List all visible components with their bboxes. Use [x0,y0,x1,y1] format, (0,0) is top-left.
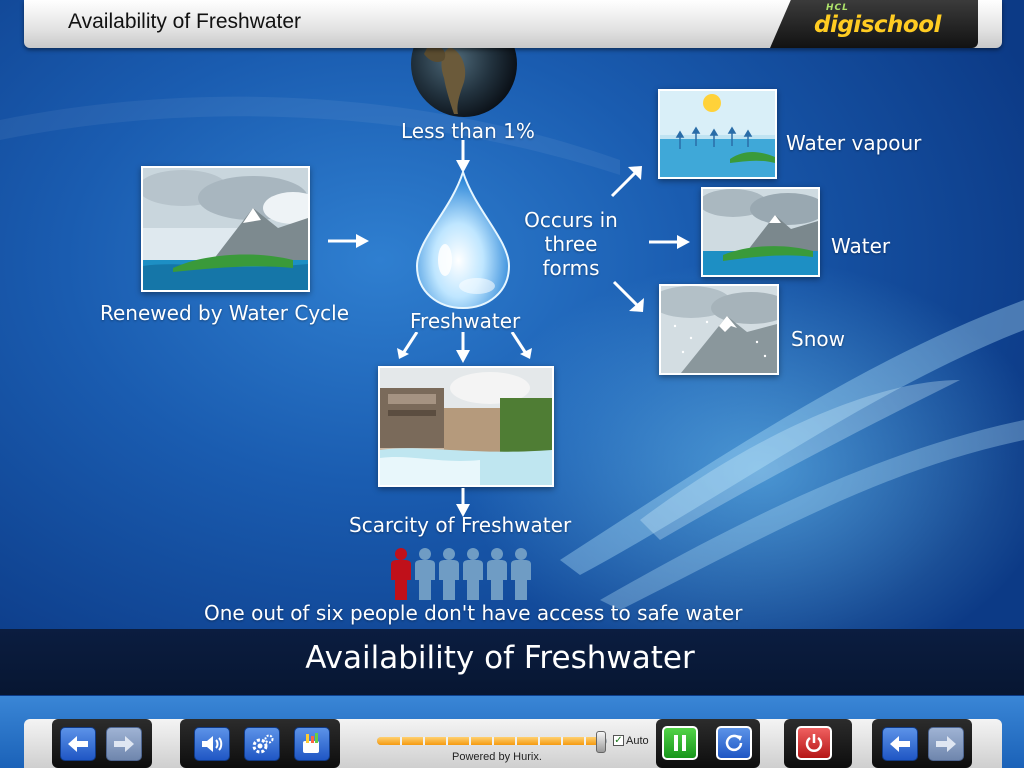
arrow-to-snow [612,280,644,312]
page-title: Availability of Freshwater [68,10,302,33]
progress-track[interactable] [377,737,607,745]
person-icon [415,548,435,600]
logo-plate [770,0,978,48]
form-label-vapour: Water vapour [786,131,922,155]
scarcity-label: Scarcity of Freshwater [349,513,572,537]
water-vapour-image [658,89,777,179]
earth-percentage-label: Less than 1% [401,119,535,143]
pencil-cup-icon [303,733,319,753]
progress-separator [469,737,471,745]
progress-separator [515,737,517,745]
slide-caption: Availability of Freshwater [305,640,695,676]
caption-band [0,629,1024,695]
arrow-to-water [649,235,690,249]
exit-group [784,719,852,768]
tools-group [180,719,340,768]
gear-icon [252,734,274,754]
water-drop-icon [415,170,511,310]
water-image [701,187,820,277]
snow-image [659,284,779,375]
water-cycle-image [141,166,310,292]
progress-fill [377,737,601,745]
people-figures [391,548,531,600]
settings-button[interactable] [244,727,280,761]
progress-separator [584,737,586,745]
arrow-drop-to-scarcity-center [456,332,470,363]
arrow-right-icon [114,736,134,752]
speaker-icon [202,736,223,752]
progress-separator [423,737,425,745]
arrow-cycle-to-drop [328,234,369,248]
arrow-left-icon [890,736,910,752]
water-cycle-label: Renewed by Water Cycle [100,301,350,325]
earth-globe-icon [411,42,517,117]
logo-hcl-text: HCL [826,3,849,13]
pause-icon [674,735,686,751]
arrow-left-icon [68,736,88,752]
person-icon [463,548,483,600]
pause-button[interactable] [662,726,698,760]
next-button[interactable] [106,727,142,761]
power-icon [805,734,823,752]
form-label-snow: Snow [791,327,845,351]
progress-separator [538,737,540,745]
exit-button[interactable] [796,726,832,760]
right-nav-group [872,719,972,768]
arrow-drop-to-scarcity-right [510,332,532,359]
auto-checkbox[interactable]: ✓ [613,735,624,746]
person-icon [439,548,459,600]
dam-industry-image [378,366,554,487]
digischool-logo: digischool [814,12,941,38]
prev-button[interactable] [60,727,96,761]
arrow-drop-to-scarcity-left [397,332,419,359]
powered-by-text: Powered by Hurix. [452,751,542,763]
arrow-to-scarcity-label [456,488,470,517]
progress-separator [561,737,563,745]
replay-button[interactable] [716,726,752,760]
access-note: One out of six people don't have access … [204,601,743,625]
person-icon [391,548,411,600]
playback-group [656,719,760,768]
progress-handle[interactable] [596,731,606,753]
arrow-earth-to-drop [456,140,470,173]
freshwater-label: Freshwater [410,309,521,333]
progress-separator [446,737,448,745]
next-page-button[interactable] [928,727,964,761]
audio-button[interactable] [194,727,230,761]
arrow-right-icon [936,736,956,752]
person-icon [487,548,507,600]
auto-label: Auto [626,735,649,747]
background-swoosh [0,96,1024,610]
progress-separator [400,737,402,745]
forms-intro-label: Occurs in three forms [524,208,618,280]
left-nav-group [52,719,152,768]
arrow-to-vapour [610,166,642,198]
prev-page-button[interactable] [882,727,918,761]
form-label-water: Water [831,234,891,258]
notes-tools-button[interactable] [294,727,330,761]
progress-separator [492,737,494,745]
person-icon [511,548,531,600]
replay-icon [725,734,743,752]
